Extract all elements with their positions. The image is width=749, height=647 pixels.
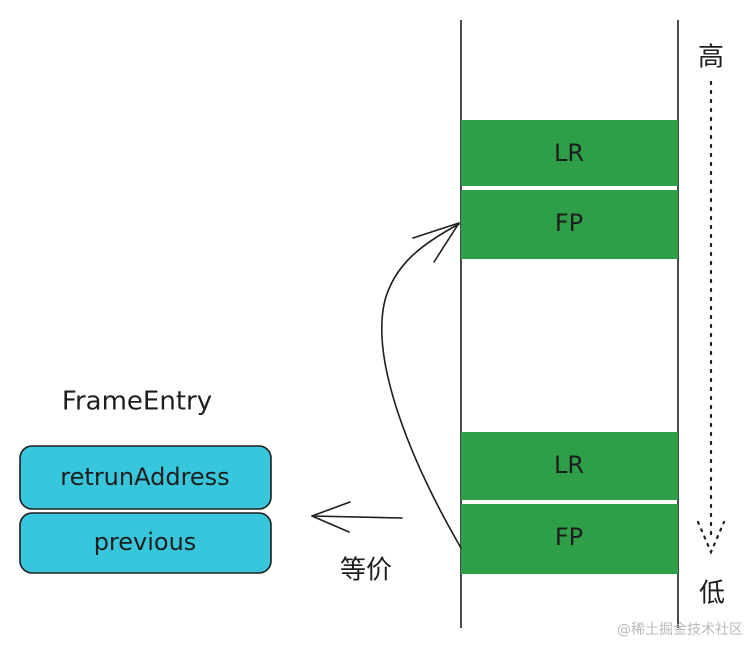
upper-lr-block bbox=[461, 120, 678, 186]
equivalence-label: 等价 bbox=[340, 556, 392, 586]
lower-fp-label: FP bbox=[555, 523, 583, 551]
frame-entry-field-box bbox=[19, 512, 272, 574]
upper-fp-block bbox=[461, 190, 678, 259]
direction-arrowhead bbox=[696, 520, 726, 555]
upper-lr-label: LR bbox=[554, 139, 584, 167]
upper-fp-label: FP bbox=[555, 209, 583, 237]
frame-entry-field-box bbox=[19, 445, 272, 510]
fp-link-arrow bbox=[381, 223, 462, 549]
frame-entry-field-label: previous bbox=[94, 528, 197, 556]
equivalence-arrow bbox=[311, 515, 403, 519]
equivalence-arrowhead bbox=[311, 501, 351, 533]
lower-lr-label: LR bbox=[554, 451, 584, 479]
frame-entry-title: FrameEntry bbox=[62, 387, 212, 417]
lower-fp-block bbox=[461, 504, 678, 574]
lower-lr-block bbox=[461, 432, 678, 500]
watermark: @稀土掘金技术社区 bbox=[617, 622, 743, 638]
low-label: 低 bbox=[699, 579, 725, 609]
fp-link-arrowhead bbox=[412, 222, 460, 263]
high-label: 高 bbox=[698, 43, 724, 73]
frame-entry-field-label: retrunAddress bbox=[60, 463, 229, 491]
